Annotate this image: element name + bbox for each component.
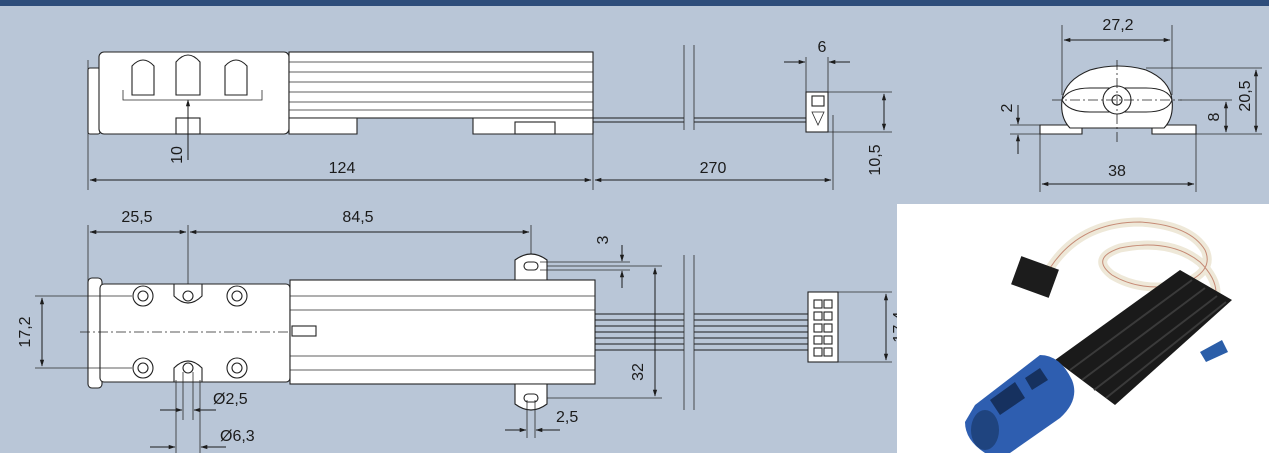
dim-hole-spacing: 17,2	[17, 316, 34, 347]
dim-large-hole: Ø6,3	[220, 428, 255, 445]
dim-hole-to-tab: 84,5	[342, 209, 373, 226]
dim-end-width: 27,2	[1102, 17, 1133, 34]
top-view: 25,5 84,5 17,2 Ø2,5 Ø6,3 3 2,5 32 17,4	[17, 209, 908, 453]
dim-connector-width: 6	[818, 39, 827, 56]
dim-base-width: 38	[1108, 163, 1126, 180]
top-bar	[0, 0, 1269, 6]
dim-tab-slot-width: 2,5	[556, 409, 578, 426]
dim-overall-length: 124	[329, 160, 356, 177]
dim-axis-height: 8	[1206, 112, 1223, 121]
dim-flange-height: 2	[999, 103, 1016, 112]
side-view: 124 270 10 6 10,5	[87, 39, 892, 190]
dim-small-hole: Ø2,5	[213, 391, 248, 408]
dim-tab-slot: 3	[595, 235, 612, 244]
dim-body-width: 32	[630, 363, 647, 381]
end-view: 27,2 38 2 8 20,5	[999, 17, 1262, 192]
dim-connector-height: 10,5	[867, 144, 884, 175]
dim-cable-length: 270	[700, 160, 727, 177]
product-photo-heater	[897, 204, 1269, 453]
dim-overall-height: 20,5	[1237, 80, 1254, 111]
dim-bottom-offset: 10	[169, 146, 186, 164]
dim-end-to-hole: 25,5	[121, 209, 152, 226]
